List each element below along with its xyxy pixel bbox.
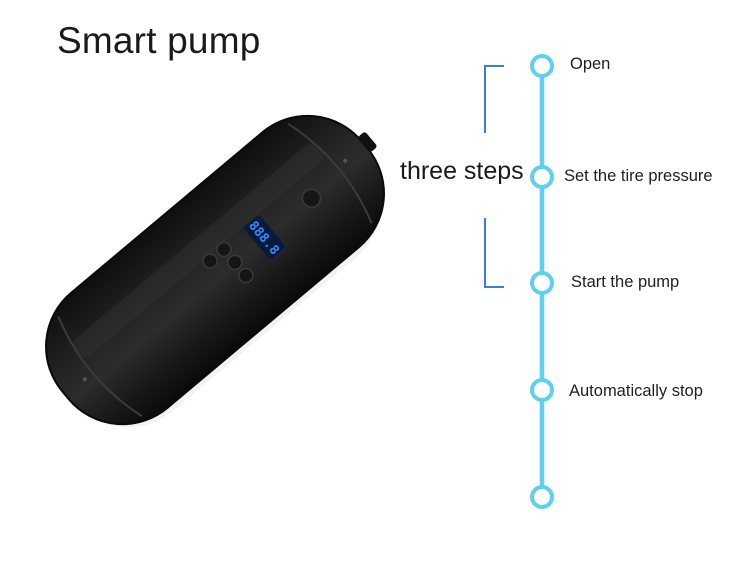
page-title: Smart pump	[57, 20, 261, 61]
bracket	[484, 65, 504, 288]
step-node	[530, 378, 554, 402]
three-steps-label: three steps	[400, 157, 524, 185]
step-node	[530, 54, 554, 78]
step-node	[530, 165, 554, 189]
step-label-start-pump: Start the pump	[571, 273, 680, 291]
end-node	[530, 485, 554, 509]
step-node	[530, 271, 554, 295]
step-label-set-pressure: Set the tire pressure	[564, 167, 713, 185]
step-label-auto-stop: Automatically stop	[569, 382, 703, 400]
step-label-open: Open	[570, 55, 611, 73]
